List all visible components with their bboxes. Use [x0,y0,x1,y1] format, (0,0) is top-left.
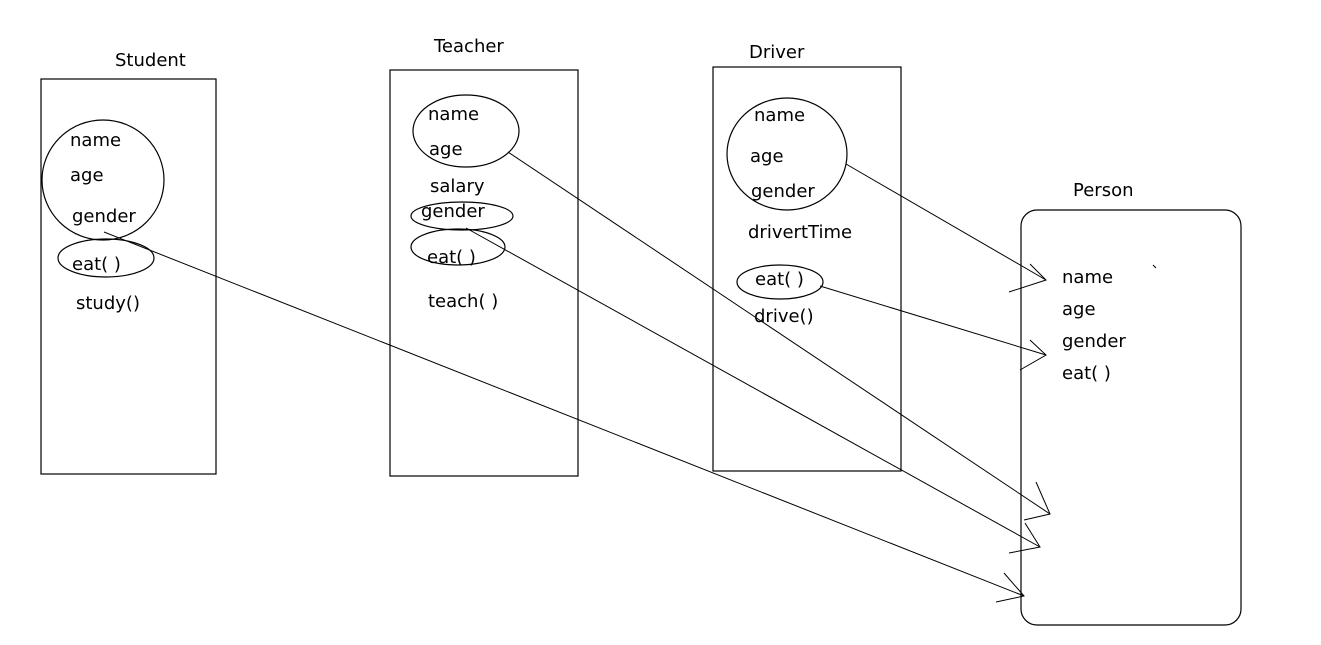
student-eat-circle [57,238,155,278]
student-method-eat: eat( ) [72,254,121,275]
arrow-head [995,572,1025,603]
student-box [40,78,217,475]
person-field-age: age [1062,299,1096,320]
student-field-gender: gender [72,206,136,227]
arrow-line [845,163,1047,281]
teacher-field-name: name [428,104,479,125]
arrow-line [103,231,1025,597]
person-method-eat: eat( ) [1062,363,1111,384]
student-field-name: name [70,130,121,151]
student-method-study: study() [76,293,140,314]
teacher-method-eat: eat( ) [427,247,476,268]
teacher-title: Teacher [433,36,504,57]
person-field-name: name [1062,267,1113,288]
driver-field-name: name [754,105,805,126]
arrow-teacher-attributes-to-person [507,151,1051,521]
arrow-line [507,151,1051,515]
student-class: Student name age gender eat( ) study() [40,50,217,475]
driver-field-gender: gender [751,181,815,202]
person-title: Person [1073,180,1134,201]
arrow-head [1008,522,1041,554]
arrow-teacher-eat-to-person [465,227,1041,554]
driver-method-drive: drive() [754,306,814,327]
arrow-head [1019,339,1047,371]
driver-method-eat: eat( ) [755,269,804,290]
arrow-head [1008,263,1047,293]
arrow-driver-eat-to-person [819,285,1047,371]
driver-field-drivert-time: drivertTime [748,222,852,243]
person-box [1020,209,1242,626]
arrow-head [1023,481,1051,521]
teacher-box [389,69,579,477]
arrow-student-eat-to-person [103,231,1025,603]
arrow-line [465,227,1041,548]
teacher-field-gender: gender [421,201,485,222]
driver-field-age: age [750,146,784,167]
driver-eat-circle [736,264,824,300]
driver-class: Driver name age gender drivertTime eat( … [712,42,902,472]
driver-title: Driver [749,42,805,63]
teacher-class: Teacher name age salary gender eat( ) te… [389,36,579,477]
student-field-age: age [70,165,104,186]
driver-box [712,66,902,472]
arrow-line [819,285,1047,356]
student-title: Student [115,50,186,71]
teacher-field-age: age [429,139,463,160]
person-field-gender: gender [1062,331,1126,352]
student-attributes-circle [41,119,165,241]
teacher-eat-circle [410,228,506,266]
driver-attributes-circle [726,97,848,211]
arrow-driver-attributes-to-person [845,163,1047,293]
teacher-field-salary: salary [430,176,485,197]
person-class: Person name age gender eat( ) [1020,180,1242,626]
stray-mark [1152,264,1157,269]
teacher-gender-circle [410,201,514,231]
teacher-attributes-circle [412,94,520,168]
teacher-method-teach: teach( ) [428,291,498,312]
